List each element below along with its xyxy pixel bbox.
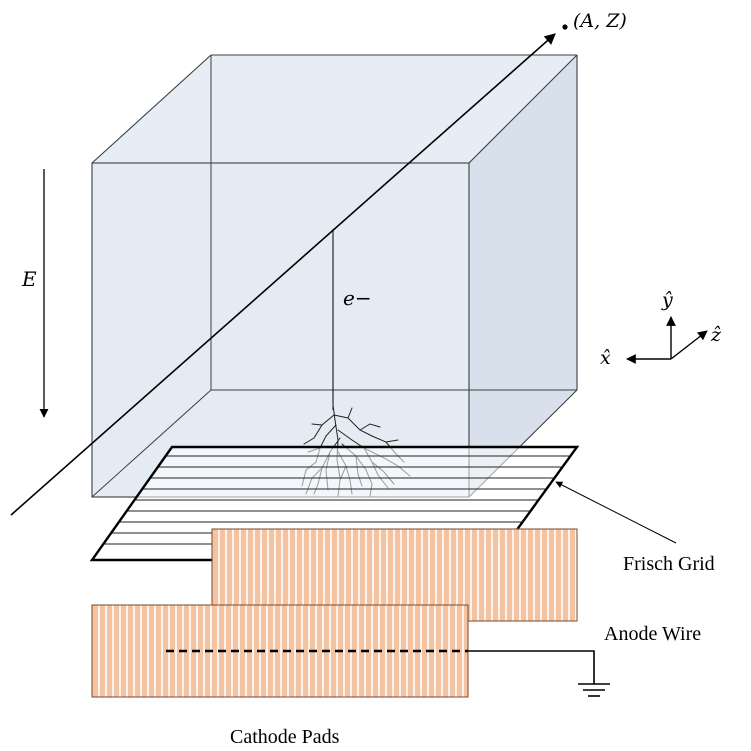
chamber-edges (91, 54, 578, 498)
frisch-grid-label: Frisch Grid (623, 553, 715, 575)
chamber-front-face (92, 163, 469, 497)
chamber-side-face (469, 55, 577, 497)
cathode-pad-front (91, 604, 469, 698)
ground-symbol (578, 683, 610, 697)
particle-label: (A, Z) (573, 10, 627, 32)
chamber-top-face (92, 55, 577, 163)
z-axis-arrow (670, 330, 708, 360)
cathode-pad-front-stripes (98, 605, 464, 697)
chamber-cube (91, 54, 578, 498)
cathode-pads-label: Cathode Pads (230, 726, 340, 748)
anode-wire (166, 649, 595, 684)
field-label: E (21, 267, 37, 291)
particle-dot (562, 24, 568, 30)
z-axis-label: ẑ (710, 324, 722, 346)
anode-wire-label: Anode Wire (604, 623, 701, 645)
x-axis-label: x̂ (600, 347, 611, 369)
y-axis-label: ŷ (661, 289, 673, 311)
coordinate-axes (626, 316, 708, 364)
chamber-back-edges (91, 55, 577, 498)
electron-label: e− (343, 286, 372, 310)
particle-trajectory (10, 33, 556, 516)
frisch-grid-pointer (555, 481, 677, 544)
